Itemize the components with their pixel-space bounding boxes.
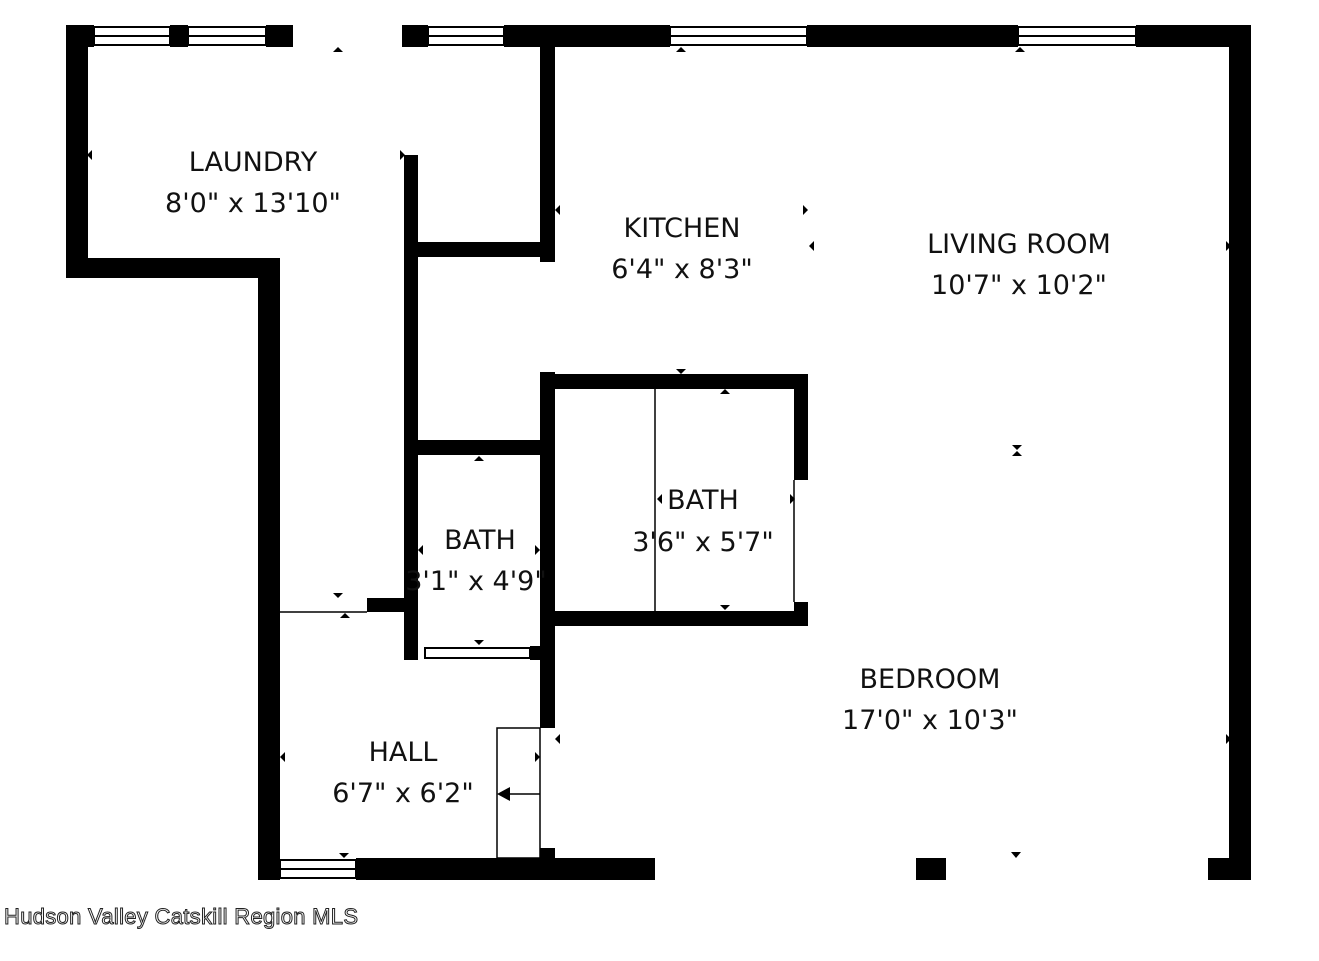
room-dimensions: 6'7" x 6'2": [332, 778, 474, 809]
room-label-bath-small: BATH 3'1" x 4'9": [405, 525, 547, 597]
room-dimensions: 10'7" x 10'2": [931, 270, 1107, 301]
room-label-living-room: LIVING ROOM 10'7" x 10'2": [927, 229, 1111, 301]
room-label-bedroom: BEDROOM 17'0" x 10'3": [842, 664, 1018, 736]
dimension-markers: [87, 47, 1231, 858]
room-dimensions: 17'0" x 10'3": [842, 705, 1018, 736]
room-label-kitchen: KITCHEN 6'4" x 8'3": [611, 213, 753, 285]
room-name: LIVING ROOM: [927, 229, 1111, 260]
room-name: BATH: [667, 485, 739, 516]
room-name: HALL: [369, 737, 438, 768]
room-name: BEDROOM: [860, 664, 1001, 695]
room-label-laundry: LAUNDRY 8'0" x 13'10": [165, 147, 341, 219]
walls: [66, 25, 1251, 880]
door-arrow-icon: [497, 787, 510, 801]
room-name: LAUNDRY: [189, 147, 318, 178]
watermark-text: Hudson Valley Catskill Region MLS: [3, 904, 359, 930]
room-dimensions: 3'1" x 4'9": [405, 566, 547, 597]
closet: [496, 727, 541, 859]
room-dimensions: 8'0" x 13'10": [165, 188, 341, 219]
room-label-hall: HALL 6'7" x 6'2": [332, 737, 474, 809]
room-dimensions: 6'4" x 8'3": [611, 254, 753, 285]
room-name: BATH: [444, 525, 516, 556]
room-label-bath-large: BATH 3'6" x 5'7": [632, 485, 774, 558]
room-name: KITCHEN: [624, 213, 741, 244]
window: [424, 647, 531, 659]
room-dimensions: 3'6" x 5'7": [632, 527, 774, 558]
windows: [93, 26, 1137, 879]
